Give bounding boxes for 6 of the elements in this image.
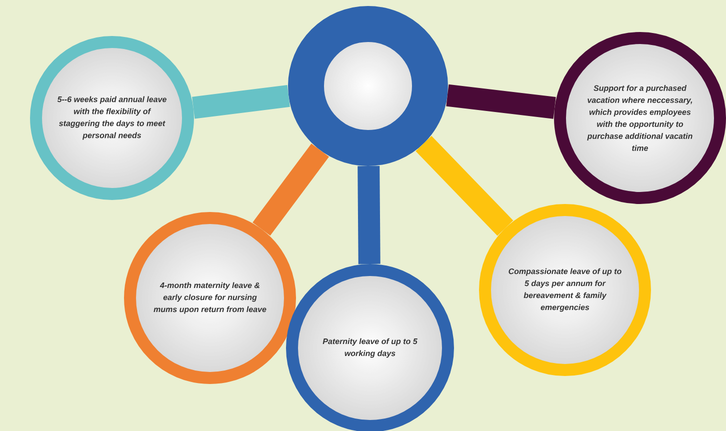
- connector-band: [416, 136, 514, 236]
- connector-band: [252, 144, 330, 236]
- connector-band: [446, 84, 556, 119]
- hub-circle: [288, 6, 448, 166]
- connector-band: [358, 166, 380, 264]
- connector-band: [192, 85, 290, 119]
